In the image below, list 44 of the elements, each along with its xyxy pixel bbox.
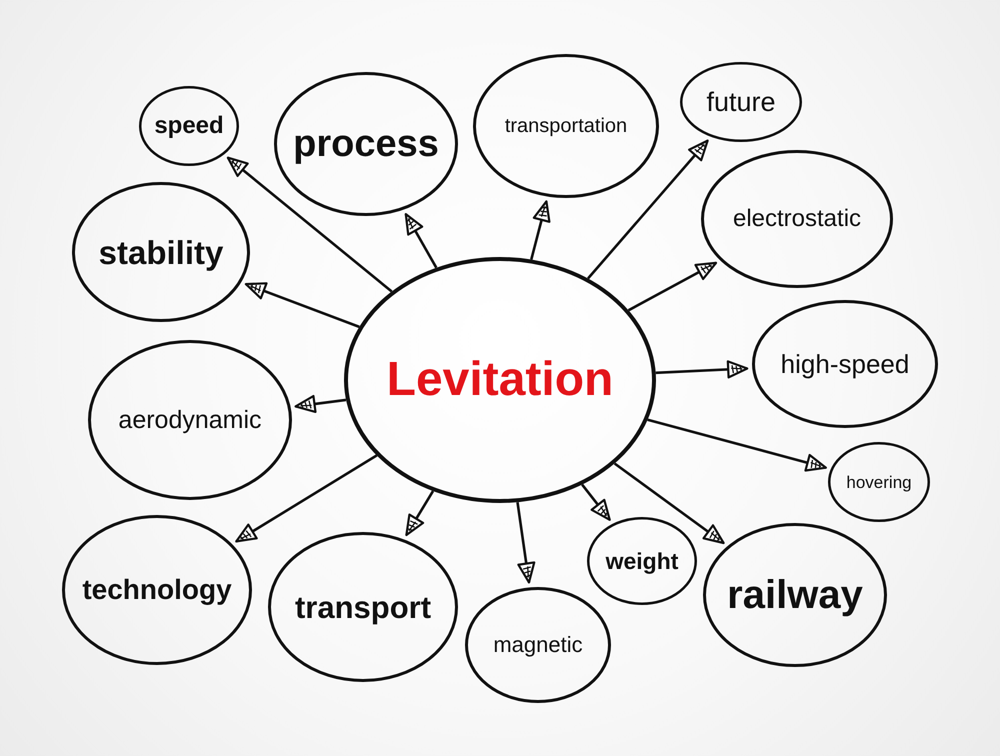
arrow (530, 200, 550, 260)
topic-label: future (706, 88, 776, 116)
topic-label: railway (727, 575, 863, 615)
topic-bubble (268, 532, 458, 682)
arrow (405, 490, 434, 536)
arrow (404, 213, 438, 268)
arrow (628, 262, 718, 312)
topic-bubble (72, 182, 250, 322)
arrow (647, 418, 827, 472)
arrow (581, 484, 611, 521)
topic-bubble (752, 300, 938, 428)
arrow (614, 462, 725, 544)
topic-label: stability (98, 236, 224, 268)
topic-bubble (62, 515, 252, 665)
topic-bubble (701, 150, 893, 288)
arrow (235, 454, 378, 542)
topic-bubble (274, 72, 458, 216)
topic-bubble (828, 442, 930, 522)
arrow (516, 502, 536, 584)
topic-label: magnetic (493, 634, 583, 656)
topic-label: process (293, 125, 439, 163)
topic-bubble (703, 523, 887, 667)
arrow (587, 140, 709, 280)
topic-label: speed (154, 114, 224, 138)
arrow (244, 282, 360, 328)
topic-label: high-speed (780, 351, 910, 377)
topic-label: weight (606, 550, 678, 572)
topic-bubble (465, 587, 611, 703)
topic-bubble (473, 54, 659, 198)
topic-label: electrostatic (732, 207, 862, 231)
topic-bubble (587, 517, 697, 605)
arrow (294, 394, 346, 413)
arrow (656, 360, 748, 378)
topic-bubble (680, 62, 802, 142)
central-topic-label: Levitation (386, 356, 614, 404)
topic-bubble (139, 86, 239, 166)
topic-label: technology (82, 576, 232, 604)
topic-label: hovering (846, 474, 912, 490)
topic-label: transportation (504, 116, 628, 136)
topic-label: transport (294, 592, 432, 622)
topic-label: aerodynamic (118, 408, 262, 432)
topic-bubble (88, 340, 292, 500)
central-topic-bubble (344, 257, 656, 503)
arrow (226, 156, 393, 292)
